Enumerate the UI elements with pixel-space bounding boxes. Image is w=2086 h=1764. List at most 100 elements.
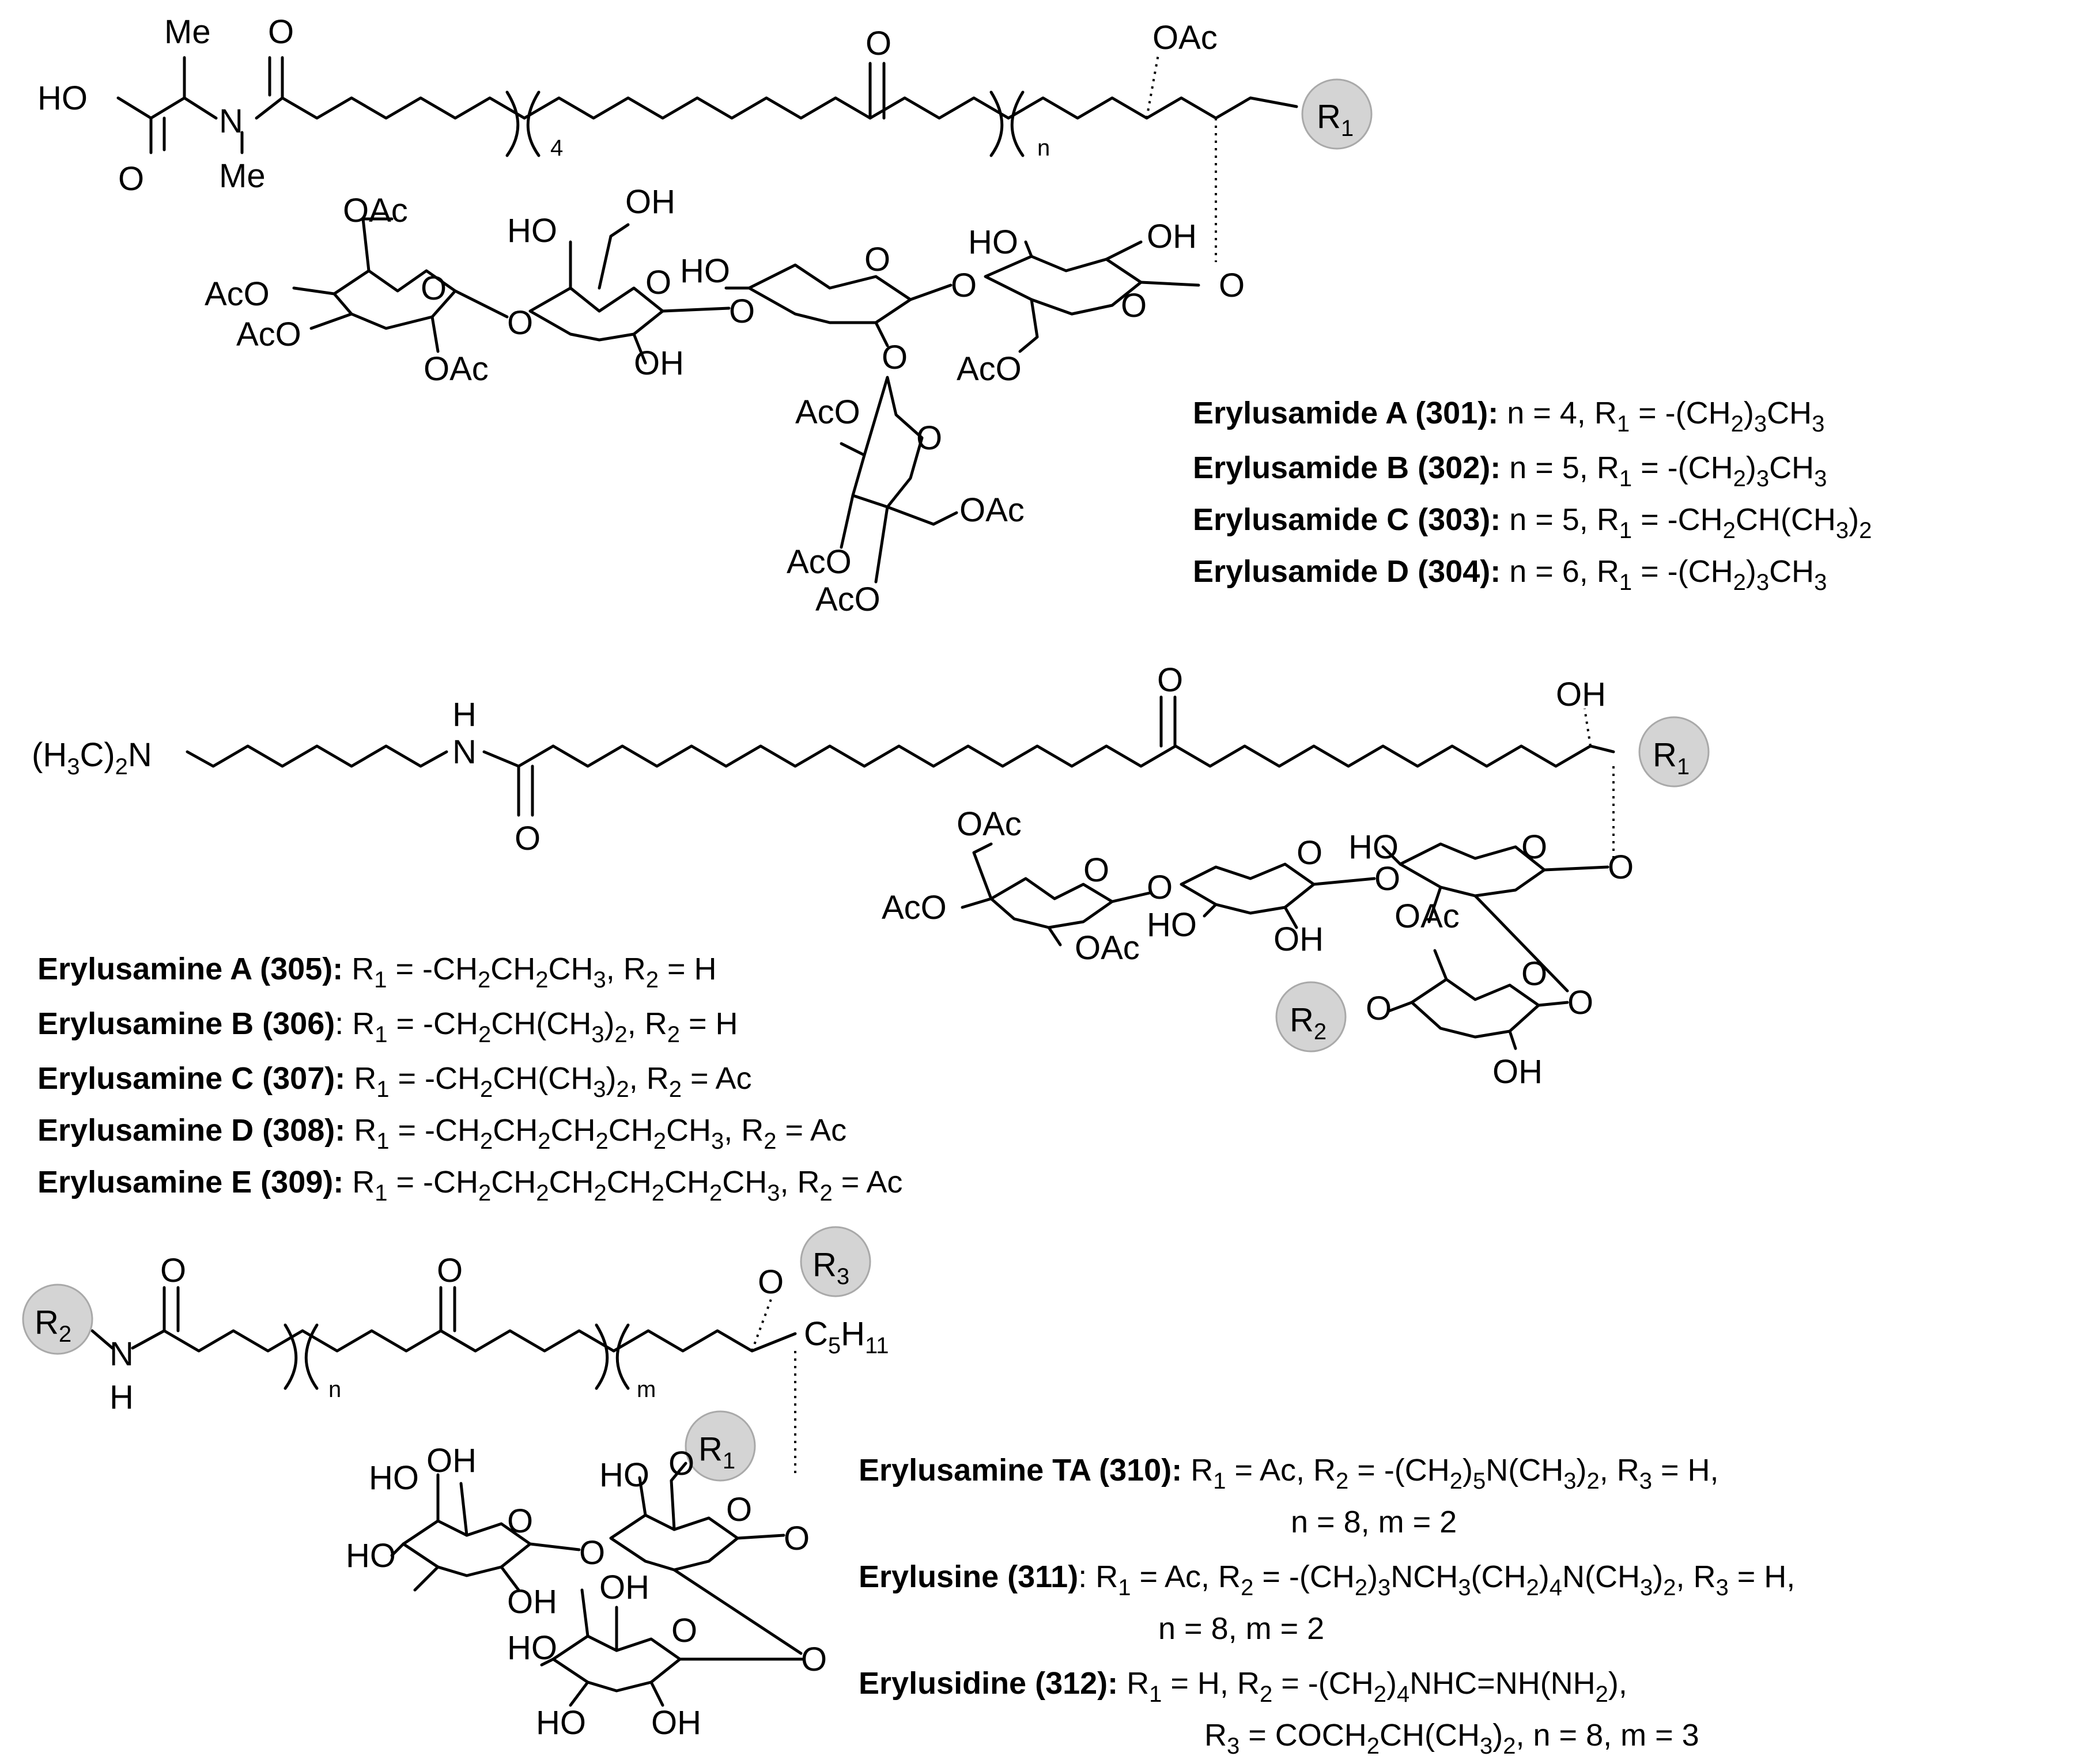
loop-count-label: n	[1037, 135, 1050, 161]
glycosidic-oxygen-label: O	[1374, 860, 1400, 898]
r3-substituent-marker: R3	[800, 1226, 871, 1297]
n-methyl-label: Me	[219, 157, 266, 195]
hydroxyl-label: HO	[1348, 828, 1399, 866]
ether-oxygen-label: O	[758, 1263, 784, 1301]
r1-substituent-marker: R1	[685, 1410, 756, 1482]
amide-oxygen-label: O	[160, 1252, 186, 1289]
acetoxy-label: AcO	[205, 275, 270, 313]
loop-count-label: n	[328, 1377, 341, 1402]
legend-entry-308: Erylusamine D (308): R1 = -CH2CH2CH2CH2C…	[37, 1113, 847, 1154]
legend-entry-311-continued: n = 8, m = 2	[1158, 1611, 1324, 1646]
ring-oxygen-label: O	[507, 1502, 533, 1540]
ring-oxygen-label: O	[421, 270, 447, 307]
r-group-label: R	[1317, 98, 1341, 135]
amide-hydrogen-label: H	[452, 696, 477, 733]
hydroxyl-label: OH	[1147, 218, 1197, 255]
svg-text:R2: R2	[1290, 1001, 1327, 1044]
ring-oxygen-label: O	[1083, 851, 1109, 889]
ring-oxygen-label: O	[1297, 834, 1322, 872]
pentyl-label: C5H11	[804, 1315, 889, 1358]
glycosidic-oxygen-label: O	[579, 1534, 605, 1572]
acetoxy-label: OAc	[1075, 929, 1140, 967]
glycosidic-oxygen-label: O	[729, 293, 755, 330]
hydroxyl-label: HO	[599, 1456, 649, 1494]
erylusamine-ta-legend: Erylusamine TA (310): R1 = Ac, R2 = -(CH…	[859, 1453, 1795, 1759]
r2-substituent-marker: R2	[22, 1284, 93, 1355]
hydroxyl-label: HO	[680, 252, 730, 290]
svg-text:R2: R2	[35, 1304, 71, 1347]
aglycone-oxygen-label: O	[784, 1520, 810, 1557]
amide-hydrogen-label: H	[109, 1379, 134, 1416]
amide-nitrogen-label: N	[219, 103, 243, 140]
r2-substituent-marker: R2	[1275, 981, 1347, 1053]
hydroxyl-label: HO	[346, 1537, 396, 1574]
legend-entry-301: Erylusamide A (301): n = 4, R1 = -(CH2)3…	[1193, 396, 1824, 437]
hydroxyl-label: OH	[599, 1569, 649, 1606]
glycosidic-oxygen-label: O	[801, 1641, 827, 1678]
svg-text:R3: R3	[813, 1246, 849, 1289]
ring-oxygen-label: O	[916, 419, 942, 457]
legend-entry-306: Erylusamine B (306): R1 = -CH2CH(CH3)2, …	[37, 1006, 738, 1047]
aglycone-oxygen-label: O	[1219, 267, 1245, 304]
hydroxyl-label: HO	[536, 1704, 586, 1742]
acid-oxygen-label: O	[118, 160, 144, 198]
hydroxyl-label: OH	[507, 1583, 557, 1621]
acetoxy-label: AcO	[882, 889, 947, 926]
hydroxyl-label: OH	[1273, 921, 1324, 958]
ketone-oxygen-label: O	[1157, 661, 1183, 699]
erylusamide-legend: Erylusamide A (301): n = 4, R1 = -(CH2)3…	[1193, 396, 1872, 595]
ring-oxygen-label: O	[671, 1612, 697, 1649]
ring-oxygen-label: O	[1521, 955, 1547, 993]
erylusamine-legend: Erylusamine A (305): R1 = -CH2CH2CH3, R2…	[37, 952, 902, 1206]
ketone-oxygen-label: O	[866, 25, 891, 62]
hydroxyl-label: HO	[37, 80, 88, 117]
legend-entry-303: Erylusamide C (303): n = 5, R1 = -CH2CH(…	[1193, 502, 1872, 543]
acetoxy-label: AcO	[815, 581, 880, 618]
acetoxy-label: AcO	[236, 316, 301, 353]
glycosidic-oxygen-label: O	[1567, 984, 1593, 1021]
glycosidic-oxygen-label: O	[882, 339, 908, 376]
hydroxyl-label: HO	[968, 224, 1018, 261]
hydroxyl-label: OH	[651, 1704, 701, 1742]
hydroxyl-label: HO	[507, 212, 557, 249]
legend-entry-312: Erylusidine (312): R1 = H, R2 = -(CH2)4N…	[859, 1666, 1627, 1707]
ring-oxygen-label: O	[864, 241, 890, 278]
legend-entry-310-continued: n = 8, m = 2	[1291, 1505, 1457, 1539]
legend-entry-312-continued: R3 = COCH2CH(CH3)2, n = 8, m = 3	[1204, 1718, 1699, 1759]
amide-nitrogen-label: N	[452, 733, 477, 771]
acetoxy-label: OAc	[424, 350, 489, 388]
svg-text:R1: R1	[698, 1430, 735, 1474]
legend-entry-307: Erylusamine C (307): R1 = -CH2CH(CH3)2, …	[37, 1061, 752, 1102]
legend-entry-309: Erylusamine E (309): R1 = -CH2CH2CH2CH2C…	[37, 1165, 902, 1206]
methyl-label: Me	[164, 13, 211, 51]
ether-oxygen-label: O	[668, 1445, 694, 1482]
amide-oxygen-label: O	[268, 13, 294, 51]
hydroxyl-label: HO	[369, 1459, 419, 1497]
amide-oxygen-label: O	[515, 820, 541, 857]
loop-count-label: 4	[550, 135, 563, 161]
erylusamine-ta-structure: R2 N H O n O m O R3 C5H11 R1 O HO OH HO …	[22, 1226, 889, 1742]
acetoxy-label: OAc	[343, 192, 408, 229]
hydroxyl-label: HO	[507, 1629, 557, 1667]
ether-oxygen-label: O	[1366, 990, 1392, 1027]
hydroxyl-label: OH	[1492, 1053, 1543, 1091]
acetoxy-label: AcO	[957, 350, 1022, 388]
ring-oxygen-label: O	[645, 264, 671, 301]
ring-oxygen-label: O	[1521, 828, 1547, 866]
r1-substituent-marker: R1	[1638, 716, 1710, 788]
acetoxy-label: OAc	[959, 491, 1025, 529]
r-group-subscript: 1	[1341, 116, 1354, 141]
acetoxy-label: OAc	[1152, 19, 1218, 56]
loop-count-label: m	[637, 1377, 656, 1402]
erylusamine-structure: (H3C)2N H N O O OH R1 OAc AcO OAc O O HO…	[32, 661, 1710, 1091]
aglycone-oxygen-label: O	[1608, 849, 1634, 886]
dimethylamino-label: (H3C)2N	[32, 736, 152, 779]
hydroxyl-label: OH	[625, 183, 675, 221]
glycosidic-oxygen-label: O	[1147, 869, 1173, 906]
svg-text:R1: R1	[1317, 98, 1354, 141]
legend-entry-311: Erylusine (311): R1 = Ac, R2 = -(CH2)3NC…	[859, 1559, 1795, 1600]
hydroxyl-label: OH	[1556, 676, 1606, 713]
svg-text:R1: R1	[1653, 736, 1690, 779]
legend-entry-302: Erylusamide B (302): n = 5, R1 = -(CH2)3…	[1193, 451, 1827, 491]
